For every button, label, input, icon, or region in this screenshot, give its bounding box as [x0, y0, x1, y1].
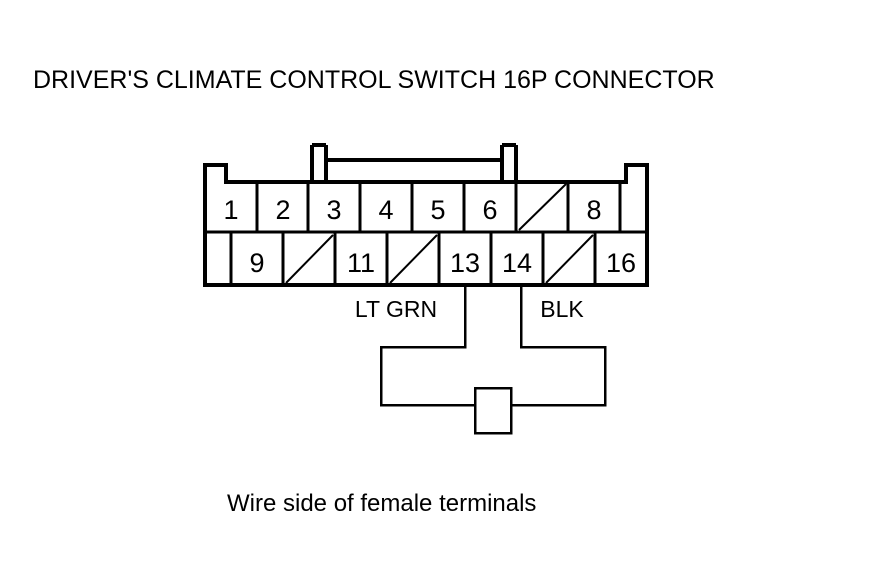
connector-body	[203, 163, 649, 287]
pin-label-8: 8	[586, 195, 601, 225]
wire-lt-grn: LT GRN	[355, 285, 475, 407]
pin-label-4: 4	[378, 195, 393, 225]
pin-label-1: 1	[223, 195, 238, 225]
pin-label-6: 6	[482, 195, 497, 225]
wire-label-blk: BLK	[540, 296, 584, 322]
wire-blk: BLK	[511, 285, 607, 407]
bottom-row-pins: 9 11 13 14 16	[249, 234, 636, 284]
top-row-dividers	[255, 182, 622, 232]
page-title: DRIVER'S CLIMATE CONTROL SWITCH 16P CONN…	[33, 66, 715, 94]
wire-label-lt-grn: LT GRN	[355, 296, 437, 322]
pin-label-11: 11	[347, 248, 375, 278]
pin-label-2: 2	[275, 195, 290, 225]
pin-label-13: 13	[450, 248, 480, 278]
pin-label-14: 14	[502, 248, 532, 278]
top-row-pins: 1 2 3 4 5 6 8	[223, 183, 602, 231]
empty-cavity-slash-10	[285, 234, 334, 284]
connector-latch-bracket	[310, 143, 518, 182]
diagram-caption: Wire side of female terminals	[227, 490, 536, 517]
bottom-row-dividers	[229, 232, 597, 285]
pin-label-3: 3	[326, 195, 341, 225]
component-block	[473, 386, 513, 435]
empty-cavity-slash-15	[545, 234, 594, 284]
pin-label-9: 9	[249, 248, 264, 278]
empty-cavity-slash-7	[518, 183, 567, 231]
pin-label-16: 16	[606, 248, 636, 278]
empty-cavity-slash-12	[389, 234, 438, 284]
pin-label-5: 5	[430, 195, 445, 225]
